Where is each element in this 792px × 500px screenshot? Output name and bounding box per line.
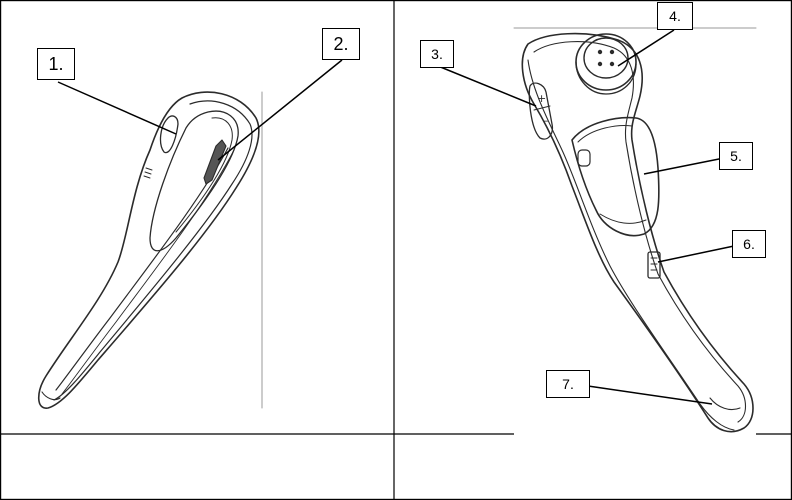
callout-5-box: 5.	[719, 142, 753, 170]
left-caption-cell	[4, 438, 390, 496]
leader-lines	[58, 30, 734, 404]
volume-minus-glyph: –	[543, 114, 549, 127]
headset-body-outline	[39, 92, 259, 408]
battery-pod-lower-edge	[600, 214, 646, 223]
callout-4-box: 4.	[657, 2, 693, 30]
callout-3-box: 3.	[420, 40, 454, 68]
leader-line-3	[438, 66, 536, 106]
rear-tip-detail	[710, 398, 740, 410]
leader-line-6	[658, 246, 734, 262]
callout-2-box: 2.	[322, 28, 360, 60]
speaker-pins	[598, 50, 614, 66]
headset-inner-panel-edge	[176, 118, 232, 232]
battery-pod-outline	[572, 118, 659, 236]
battery-pod-latch	[578, 150, 590, 166]
headset-spine-line-2	[62, 150, 234, 394]
callout-7-box: 7.	[546, 370, 590, 398]
callout-6-box: 6.	[732, 230, 766, 258]
leader-line-5	[644, 158, 724, 174]
right-caption-cell	[398, 438, 788, 496]
callout-1-box: 1.	[37, 48, 75, 80]
indicator-strip-shape	[204, 140, 226, 184]
headset-front-drawing	[39, 92, 262, 408]
leader-line-4	[618, 30, 674, 66]
headset-grille-marks	[144, 168, 152, 178]
volume-plus-glyph: +	[537, 92, 546, 105]
headset-inner-panel	[150, 111, 238, 251]
leader-line-1	[58, 82, 176, 134]
headset-spine-line	[56, 148, 228, 390]
speaker-cylinder-inner	[584, 38, 628, 78]
